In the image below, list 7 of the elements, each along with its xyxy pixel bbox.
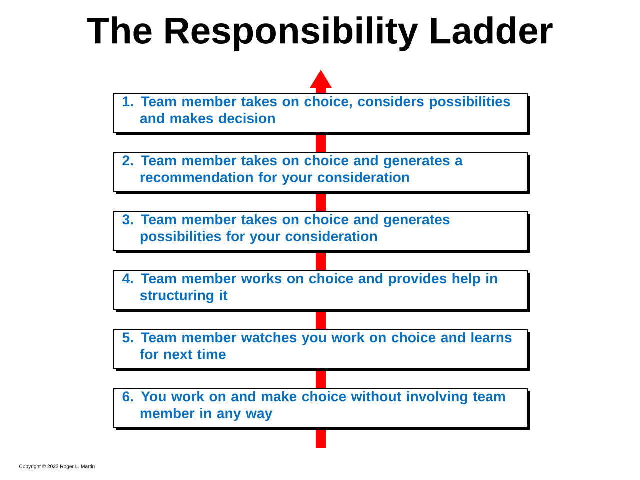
step-box: 5. Team member watches you work on choice and learns for next time [113,329,530,371]
title: The Responsibility Ladder [87,16,553,52]
step-box: 3. Team member takes on choice and generates possibilities for your consideration [113,211,530,253]
step-box: 2. Team member takes on choice and generates a recommendation for your consideration [113,152,530,194]
step-box: 4. Team member works on choice and provides help in structuring it [113,270,530,312]
step-box: 1. Team member takes on choice, considers possibilities and makes decision [113,93,530,135]
step-box: 6. You work on and make choice without involving team member in any way [113,388,530,430]
